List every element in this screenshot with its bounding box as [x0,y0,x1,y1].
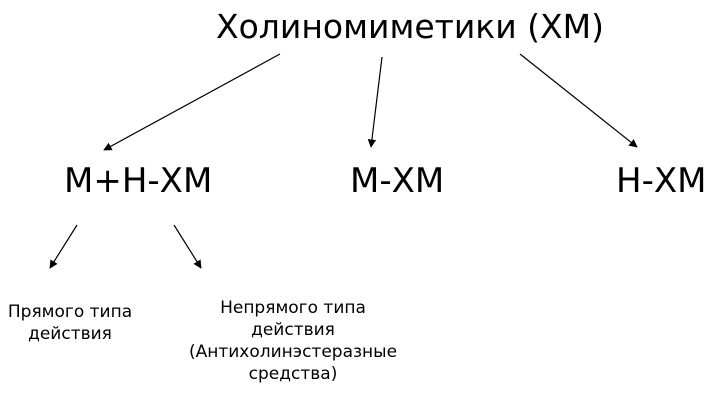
direct-action-line-2: действия [28,324,112,345]
indirect-action-line-4: средства) [248,364,338,385]
node-m-cholinomimetics: М-ХМ [350,161,445,201]
node-indirect-action: Непрямого типа действия (Антихолинэстера… [168,297,418,385]
direct-action-line-1: Прямого типа [7,302,133,322]
arrow-root-to-mh [103,53,281,151]
arrow-mh-to-indirect [173,224,202,269]
arrow-root-to-h [519,53,638,148]
node-h-cholinomimetics: Н-ХМ [616,161,707,201]
diagram-title: Холиномиметики (ХМ) [216,7,605,46]
indirect-action-line-2: действия [251,320,335,341]
node-m-h-cholinomimetics: М+Н-ХМ [64,161,213,201]
indirect-action-line-3: (Антихолинэстеразные [188,342,398,363]
arrow-root-to-m [367,56,383,148]
arrow-mh-to-direct [49,224,78,269]
indirect-action-line-1: Непрямого типа [220,298,366,318]
node-direct-action: Прямого типа действия [0,301,140,345]
